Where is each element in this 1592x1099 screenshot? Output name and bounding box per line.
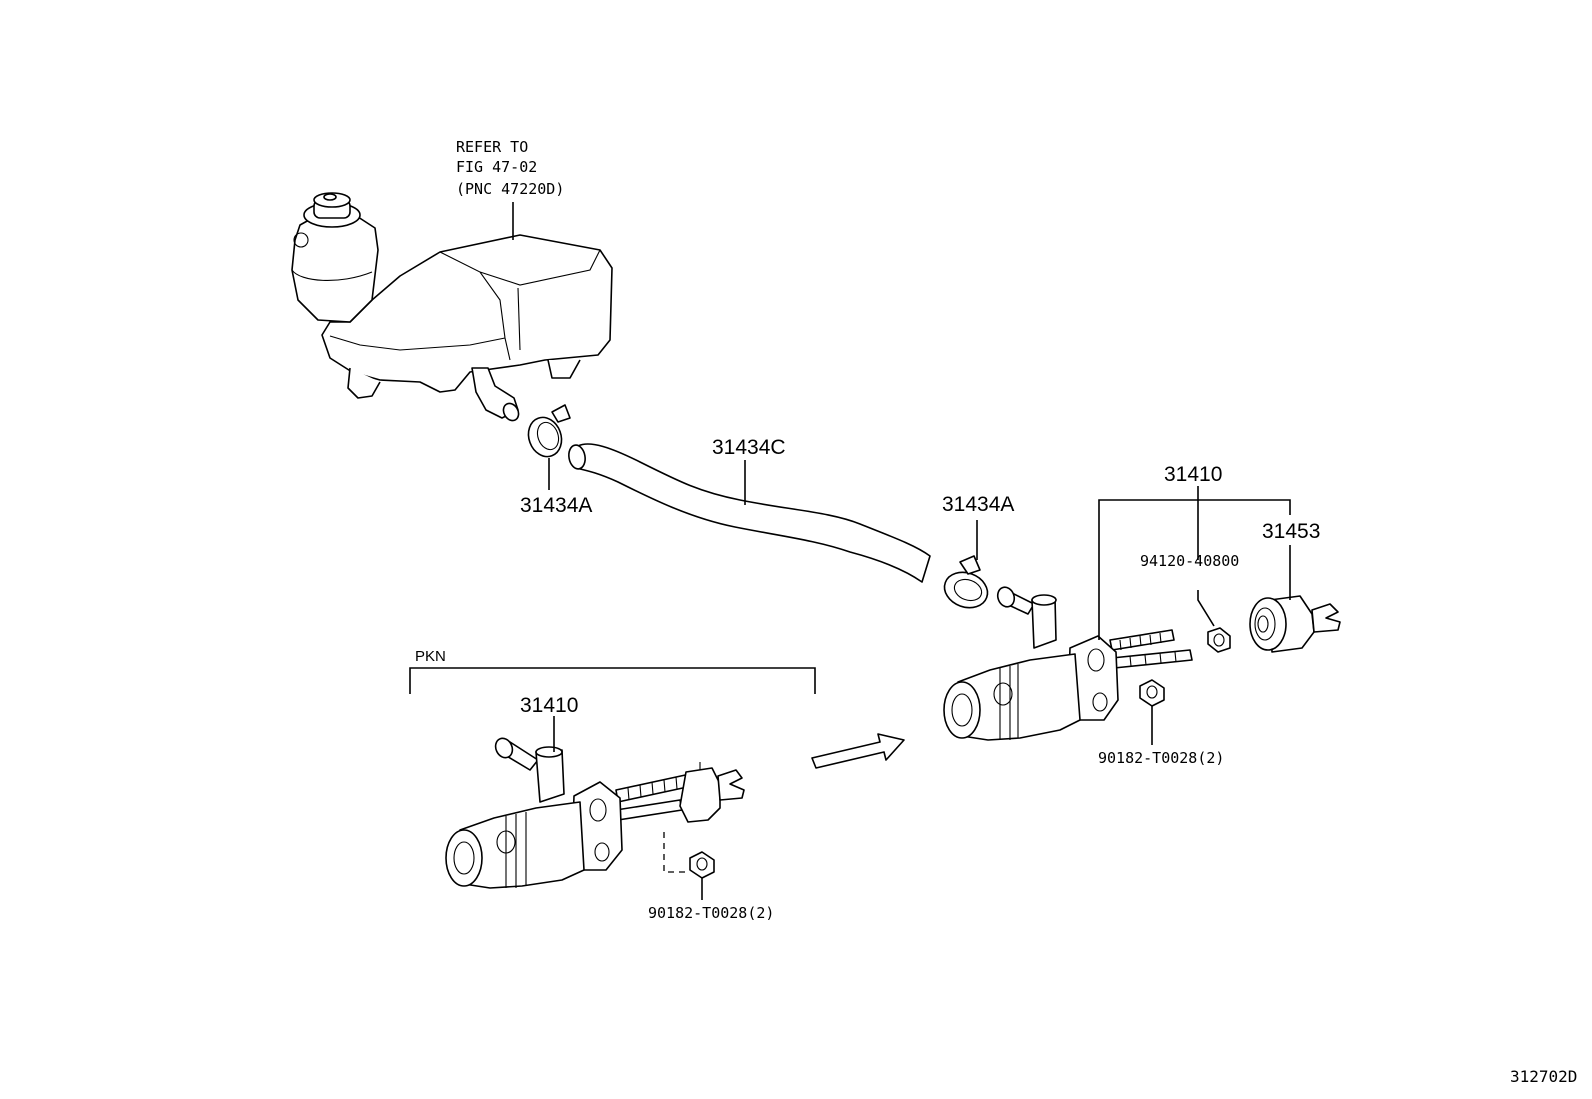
part-label-31453: 31453 [1262,520,1320,543]
clutch-master-cylinder-main[interactable] [943,585,1193,741]
part-label-31434c: 31434C [712,436,786,459]
part-label-90182-main: 90182-T0028(2) [1098,749,1224,767]
reference-note-line3: (PNC 47220D) [456,180,564,198]
variant-label-pkn: PKN [415,648,446,665]
reservoir-hose[interactable] [567,443,931,583]
hose-clamp-upper[interactable] [523,404,571,461]
clutch-master-cylinder-pkn[interactable] [445,736,745,889]
nut-90182-main[interactable] [1139,679,1165,707]
part-label-31434a-lower: 31434A [942,493,1014,516]
part-label-90182-pkn: 90182-T0028(2) [648,904,774,922]
part-label-31434a-upper: 31434A [520,494,592,517]
hose-clamp-lower[interactable] [940,555,993,613]
direction-arrow [811,733,905,769]
clevis-31453[interactable] [1249,595,1341,653]
part-label-31410-main: 31410 [1164,463,1222,486]
reference-note-line2: FIG 47-02 [456,158,537,176]
reservoir-tank[interactable] [291,192,613,423]
nut-90182-pkn[interactable] [689,851,715,879]
figure-id: 312702D [1510,1067,1577,1086]
part-label-94120-40800: 94120-40800 [1140,552,1239,570]
reference-note-line1: REFER TO [456,138,528,156]
nut-94120[interactable] [1207,627,1231,653]
part-label-31410-pkn: 31410 [520,694,578,717]
